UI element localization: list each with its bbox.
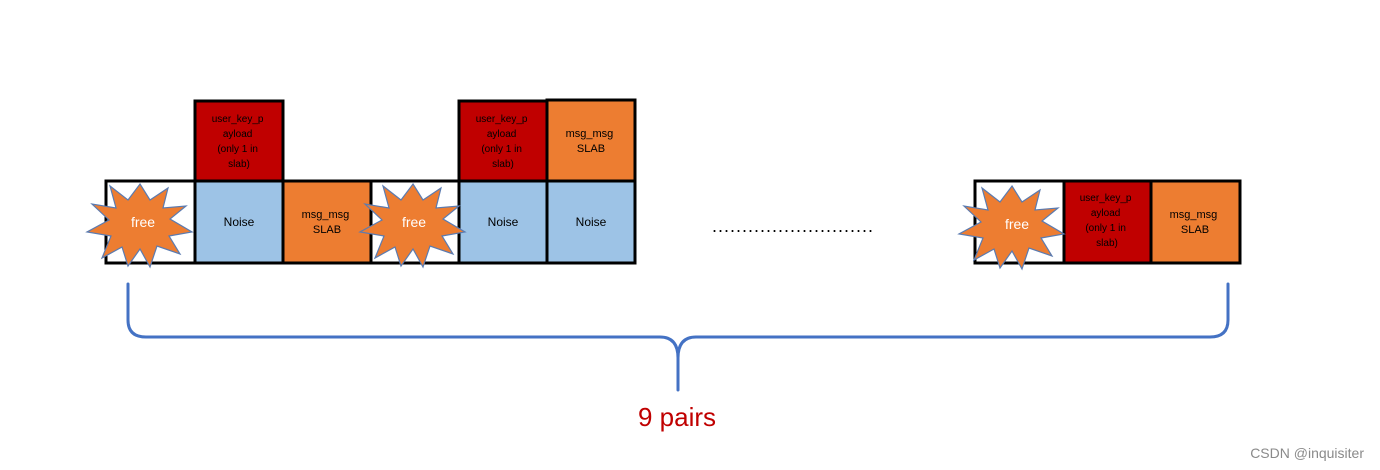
msg-line-2: SLAB [313,224,341,236]
brace-label: 9 pairs [638,402,716,432]
msg-msg-slab-block-3 [1149,179,1242,265]
ukp2-line-1: user_key_p [476,114,528,125]
svg-text:user_key_p ayload: user_key_p ayload (only 1 in slab) [212,114,266,170]
slab-group-3: user_key_p ayload (only 1 in slab) msg_m… [958,179,1242,270]
svg-text:msg_msg SLAB: msg_msg SLAB [302,209,353,236]
msg2-line-1: msg_msg [566,128,614,140]
curly-brace [126,282,1230,392]
watermark: CSDN @inquisiter [1250,445,1364,461]
msg3-line-2: SLAB [1181,224,1209,236]
ukp2-line-4: slab) [492,159,514,170]
noise-block-1 [193,179,285,265]
msg-line-1: msg_msg [302,209,350,221]
free-label-1: free [131,214,155,230]
ukp2-line-2: ayload [487,129,516,140]
noise-label-2: Noise [488,215,519,229]
ukp-line-4: slab) [228,159,250,170]
msg-msg-slab-block-2 [545,98,637,183]
ukp3-line-1: user_key_p [1080,193,1132,204]
slab-group-2: Noise Noise user_key_p ayload (only 1 in… [359,98,637,268]
ukp3-line-3: (only 1 in [1085,223,1126,234]
ellipsis: ........................... [712,216,874,236]
ukp2-line-3: (only 1 in [481,144,522,155]
svg-text:msg_msg SLAB: msg_msg SLAB [566,128,617,155]
noise-label-3: Noise [576,215,607,229]
svg-text:user_key_p ayload: user_key_p ayload (only 1 in slab) [476,114,530,170]
free-label-2: free [402,214,426,230]
noise-label-1: Noise [224,215,255,229]
user-key-payload-block-1 [193,99,285,183]
msg2-line-2: SLAB [577,143,605,155]
ukp-line-1: user_key_p [212,114,264,125]
noise-block-2 [457,179,549,265]
slab-group-1: Noise user_key_p ayload (only 1 in slab)… [86,99,373,268]
ukp3-line-4: slab) [1096,238,1118,249]
free-label-3: free [1005,216,1029,232]
ukp3-line-2: ayload [1091,208,1120,219]
user-key-payload-block-2 [457,99,549,183]
ukp-line-2: ayload [223,129,252,140]
msg-msg-slab-block-1 [281,179,373,265]
svg-text:msg_msg SLAB: msg_msg SLAB [1170,209,1221,236]
ukp-line-3: (only 1 in [217,144,258,155]
svg-text:user_key_p ayload: user_key_p ayload (only 1 in slab) [1080,193,1134,249]
msg3-line-1: msg_msg [1170,209,1218,221]
